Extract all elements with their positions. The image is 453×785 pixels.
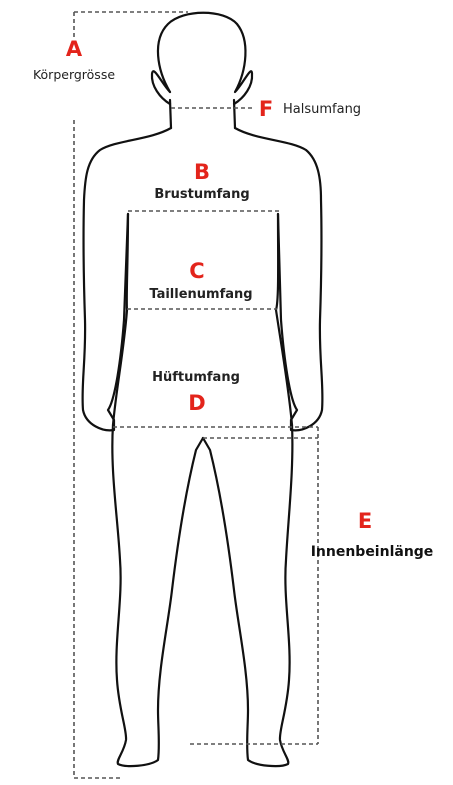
inseam-letter: E (358, 509, 372, 533)
chest-letter: B (194, 160, 210, 184)
body-height-letter: A (66, 37, 83, 61)
left-ear-outline (152, 71, 170, 104)
neck-label: Halsumfang (283, 102, 361, 117)
right-leg-outline (203, 425, 292, 766)
neck-left-outline (170, 100, 171, 128)
waist-letter: C (189, 259, 204, 283)
left-leg-outline (112, 425, 203, 766)
torso-right-side (276, 214, 292, 425)
inseam-label: Innenbeinlänge (311, 544, 434, 560)
hip-label: Hüftumfang (152, 370, 240, 385)
head-outline (158, 13, 252, 104)
chest-label: Brustumfang (154, 187, 249, 202)
neck-right-outline (234, 100, 235, 128)
human-figure (83, 13, 323, 766)
measurement-labels: A Körpergrösse F Halsumfang B Brustumfan… (33, 37, 433, 560)
body-height-label: Körpergrösse (33, 67, 115, 82)
neck-letter: F (259, 97, 273, 121)
hip-letter: D (188, 391, 205, 415)
waist-label: Taillenumfang (149, 287, 252, 302)
